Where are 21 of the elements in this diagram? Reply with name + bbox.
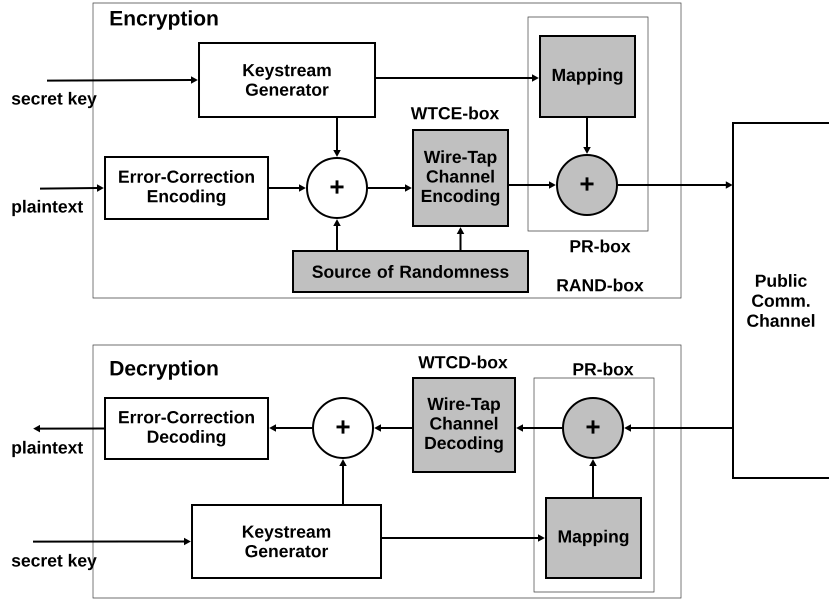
box-label: PR-box — [570, 240, 630, 252]
process-box: Error-Correction Encoding — [104, 156, 269, 220]
channel-box: Public Comm. Channel — [732, 122, 829, 479]
box-label: Encryption — [110, 10, 218, 30]
process-box: Wire-Tap Channel Encoding — [412, 129, 509, 227]
input-label: plaintext — [12, 200, 83, 216]
input-label: plaintext — [12, 440, 83, 458]
box-label: PR-box — [574, 362, 634, 376]
process-box: Keystream Generator — [198, 42, 376, 118]
box-label: WTCD-box — [418, 356, 508, 368]
process-box: Wire-Tap Channel Decoding — [412, 377, 516, 473]
process-box: Mapping — [539, 35, 636, 118]
box-label: WTCE-box — [410, 106, 500, 120]
process-box: Error-Correction Decoding — [104, 397, 269, 460]
box-label: RAND-box — [557, 278, 644, 292]
process-box: Mapping — [545, 497, 642, 579]
box-label: Decryption — [110, 360, 218, 380]
process-box: Keystream Generator — [191, 504, 382, 579]
process-box: Source of Randomness — [292, 250, 529, 293]
input-label: secret key — [12, 554, 97, 570]
input-label: secret key — [12, 92, 97, 108]
